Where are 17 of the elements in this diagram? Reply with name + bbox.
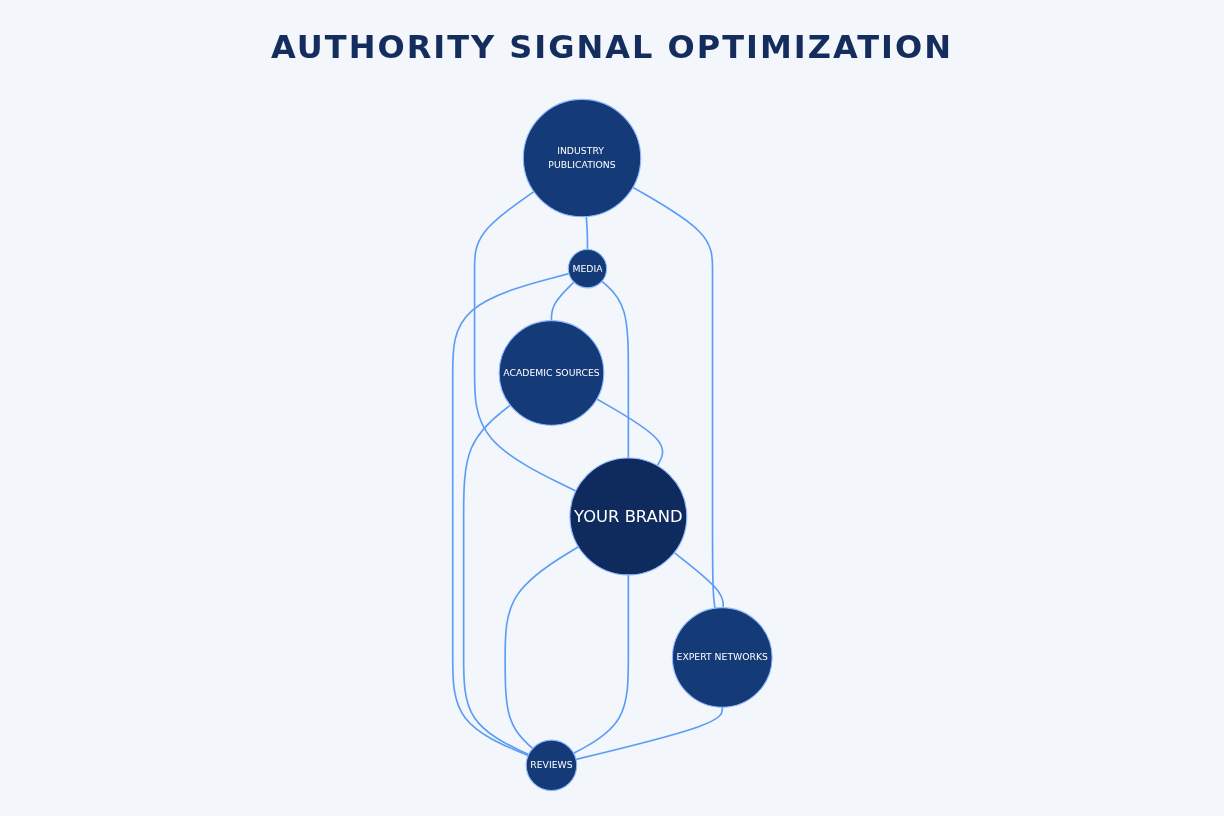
connector: [600, 280, 629, 459]
connector: [595, 398, 664, 467]
connector: [451, 272, 570, 757]
connector: [631, 186, 716, 609]
diagram-title: AUTHORITY SIGNAL OPTIMIZATION: [271, 28, 953, 66]
node-circle: EXPERT NETWORKS: [671, 607, 773, 708]
connector: [585, 215, 588, 251]
connector: [673, 551, 724, 609]
connector: [503, 545, 579, 750]
node-circle: INDUSTRY PUBLICATIONS: [522, 98, 641, 218]
node-circle: YOUR BRAND: [568, 457, 687, 576]
connector: [550, 281, 575, 322]
node-circle: REVIEWS: [525, 739, 577, 792]
connector: [473, 190, 577, 492]
node-circle: MEDIA: [567, 249, 607, 289]
connector: [572, 574, 629, 755]
node-circle: ACADEMIC SOURCES: [498, 320, 604, 426]
